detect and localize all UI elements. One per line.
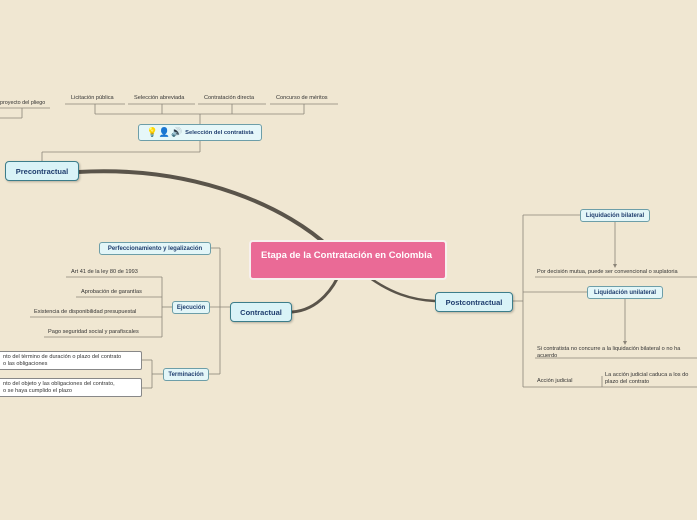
topic-contractual[interactable]: Contractual (230, 302, 292, 322)
leaf-concurso-meritos[interactable]: Concurso de méritos (276, 95, 328, 101)
terminacion-note-plazo[interactable]: nto del término de duración o plazo del … (0, 351, 142, 370)
topic-terminacion[interactable]: Terminación (163, 368, 209, 381)
seleccion-label: Selección del contratista (185, 129, 254, 136)
lightbulb-icon: 💡 (146, 127, 158, 137)
central-topic[interactable]: Etapa de la Contratación en Colombia (249, 240, 447, 280)
precontractual-label: Precontractual (15, 166, 69, 176)
speaker-icon: 🔊 (170, 127, 183, 137)
leaf-licitacion-publica[interactable]: Licitación pública (71, 95, 114, 101)
leaf-decision-mutua[interactable]: Por decisión mutua, puede ser convencion… (537, 269, 678, 275)
topic-liquidacion-unilateral[interactable]: Liquidación unilateral (587, 286, 663, 299)
leaf-art41[interactable]: Art 41 de la ley 80 de 1993 (71, 269, 138, 275)
leaf-caducidad[interactable]: La acción judicial caduca a los do plazo… (605, 372, 689, 385)
leaf-accion-judicial[interactable]: Acción judicial (537, 378, 573, 384)
leaf-contratista-no-concurre[interactable]: Si contratista no concurre a la liquidac… (537, 346, 681, 359)
person-icon: 👤 (158, 127, 170, 137)
leaf-proyecto-pliego[interactable]: proyecto del pliego (0, 100, 46, 106)
topic-liquidacion-bilateral[interactable]: Liquidación bilateral (580, 209, 650, 222)
contractual-label: Contractual (240, 307, 282, 317)
topic-ejecucion[interactable]: Ejecución (172, 301, 210, 314)
topic-postcontractual[interactable]: Postcontractual (435, 292, 513, 312)
leaf-disponibilidad-presupuestal[interactable]: Existencia de disponibilidad presupuesta… (34, 309, 137, 315)
terminacion-note-objeto[interactable]: nto del objeto y las obligaciones del co… (0, 378, 142, 397)
leaf-aprobacion-garantias[interactable]: Aprobación de garantías (81, 289, 142, 295)
topic-seleccion-contratista[interactable]: 💡 👤 🔊 Selección del contratista (138, 124, 262, 141)
leaf-contratacion-directa[interactable]: Contratación directa (204, 95, 255, 101)
central-topic-title: Etapa de la Contratación en Colombia (261, 250, 433, 261)
leaf-seguridad-social[interactable]: Pago seguridad social y parafiscales (48, 329, 139, 335)
topic-perfeccionamiento[interactable]: Perfeccionamiento y legalización (99, 242, 211, 255)
seleccion-icons: 💡 👤 🔊 (147, 127, 183, 138)
leaf-seleccion-abreviada[interactable]: Selección abreviada (134, 95, 185, 101)
postcontractual-label: Postcontractual (445, 297, 503, 307)
topic-precontractual[interactable]: Precontractual (5, 161, 79, 181)
